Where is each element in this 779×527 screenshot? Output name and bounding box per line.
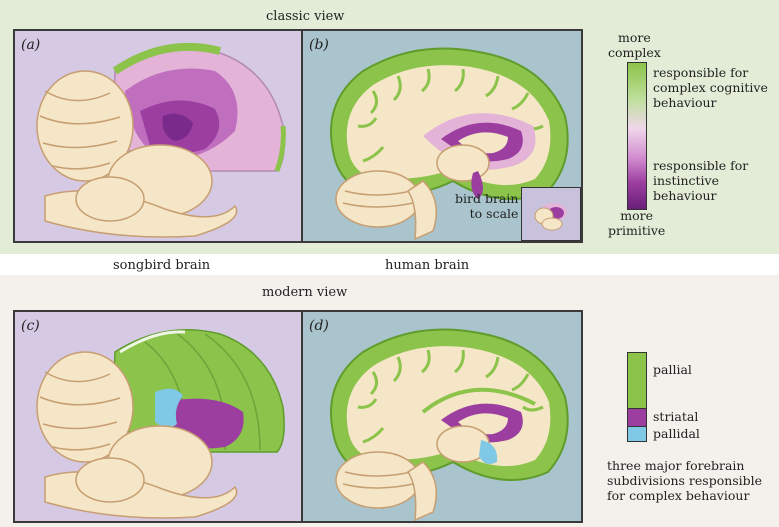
- human-brain-classic-illustration: [330, 47, 569, 241]
- panel-a-songbird-classic: (a): [13, 29, 303, 243]
- panel-d-label: (d): [309, 318, 329, 334]
- songbird-brain-modern-illustration: [36, 329, 285, 519]
- bird-brain-to-scale-inset: [521, 187, 581, 241]
- legend-complex-behaviour: responsible for complex cognitive behavi…: [653, 65, 768, 110]
- legend-instinctive-behaviour: responsible for instinctive behaviour: [653, 158, 749, 203]
- human-brain-caption: human brain: [385, 258, 470, 273]
- panel-b-human-classic: (b): [301, 29, 583, 243]
- classic-view-section: classic view: [0, 0, 779, 254]
- modern-view-section: modern view: [0, 275, 779, 527]
- legend-footnote: three major forebrain subdivisions respo…: [607, 458, 763, 503]
- legend-striatal: striatal: [653, 409, 699, 424]
- panel-a-label: (a): [21, 37, 41, 53]
- legend-pallial: pallial: [653, 362, 692, 377]
- complexity-gradient-bar: [627, 62, 647, 210]
- panel-c-songbird-modern: (c): [13, 310, 303, 523]
- legend-pallidal: pallidal: [653, 426, 700, 441]
- legend-more-complex: more complex: [608, 30, 661, 60]
- human-brain-modern-illustration: [330, 328, 569, 521]
- pallidal-swatch: [627, 426, 647, 442]
- legend-more-primitive: more primitive: [608, 208, 666, 238]
- songbird-brain-classic-illustration: [36, 42, 286, 238]
- songbird-brain-caption: songbird brain: [113, 258, 211, 273]
- striatal-swatch: [627, 408, 647, 427]
- small-bird-brain-icon: [534, 203, 567, 231]
- modern-view-title: modern view: [262, 285, 348, 300]
- panel-d-human-modern: (d): [301, 310, 583, 523]
- inset-label: bird brain to scale: [455, 191, 519, 221]
- classic-view-title: classic view: [266, 9, 345, 24]
- panel-b-label: (b): [309, 37, 329, 53]
- panel-c-label: (c): [21, 318, 40, 334]
